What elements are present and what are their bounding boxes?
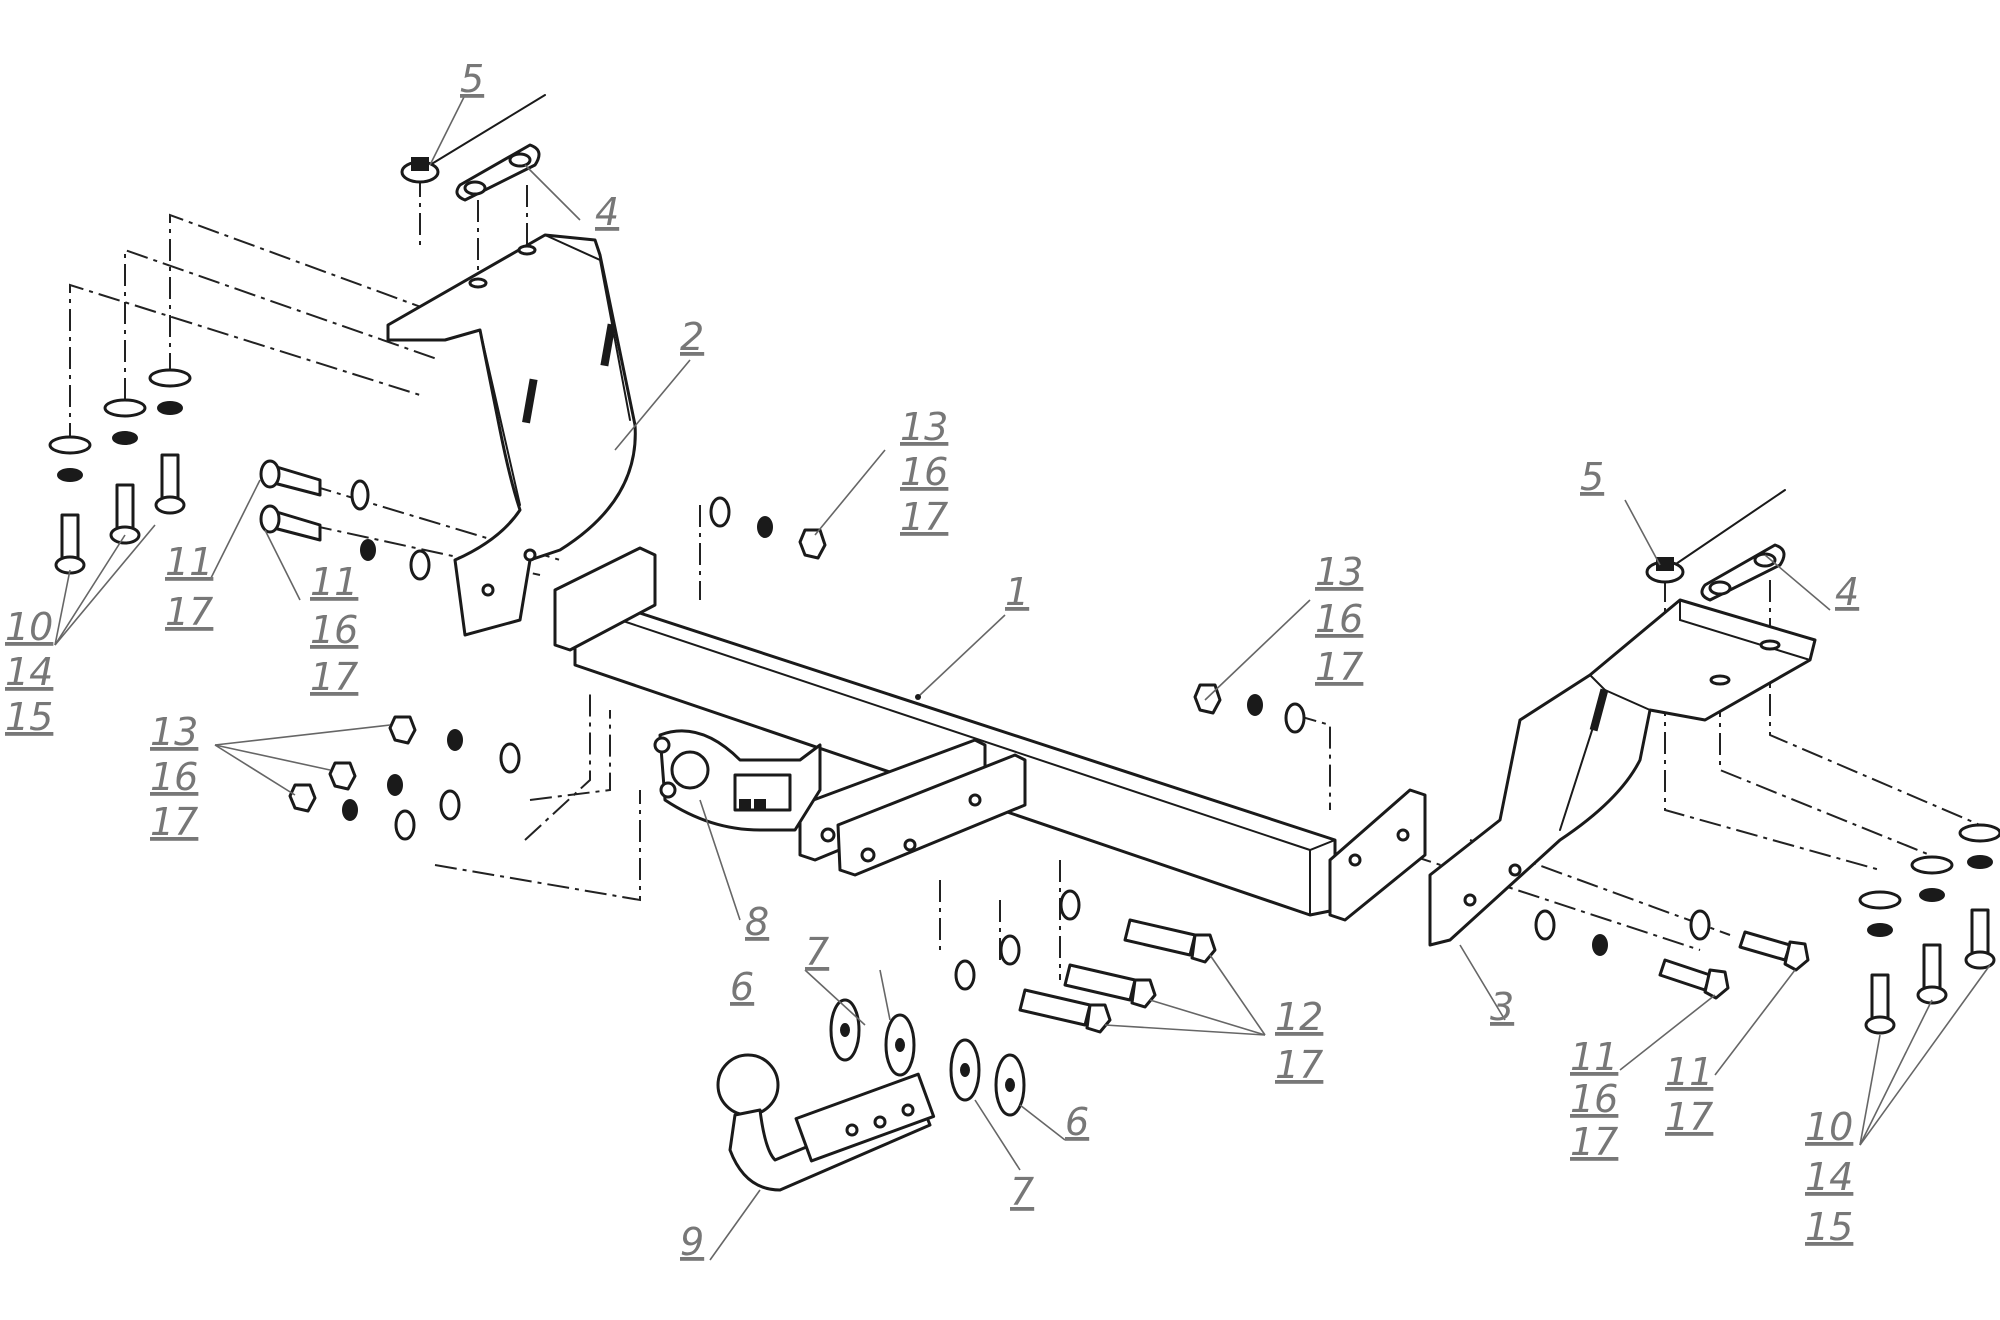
- callout-7-lower: 7: [1010, 1170, 1034, 1214]
- callout-16-left-b: 16: [310, 608, 358, 652]
- bolt-stack-r1: [1858, 890, 1902, 1035]
- bolt-stack-r3: [1958, 823, 2000, 970]
- left-bracket-part-2: [386, 233, 637, 637]
- bolt-stack-r2: [1910, 855, 1954, 1005]
- right-horizontal-bolts: [1534, 909, 1810, 1000]
- callout-14-left: 14: [5, 650, 53, 694]
- callout-5-left: 5: [460, 57, 484, 101]
- callout-2: 2: [680, 315, 704, 359]
- callout-11-left-a: 11: [165, 540, 213, 584]
- callout-17-right-b: 17: [1665, 1095, 1713, 1139]
- callout-16-top: 16: [900, 450, 948, 494]
- left-horizontal-bolts: [259, 459, 431, 581]
- spacers-parts-6-7: [829, 998, 1026, 1117]
- callout-6-upper: 6: [730, 965, 754, 1009]
- callout-4-left: 4: [595, 190, 619, 234]
- left-vertical-bolts: [48, 368, 192, 575]
- callout-16-right-a: 16: [1570, 1077, 1618, 1121]
- callout-15-right: 15: [1805, 1205, 1853, 1249]
- callout-4-right: 4: [1835, 570, 1859, 614]
- callout-16-lower-left: 16: [150, 755, 198, 799]
- callout-15-left: 15: [5, 695, 53, 739]
- right-bracket-part-3: [1428, 598, 1817, 947]
- callout-17-left-b: 17: [310, 655, 358, 699]
- lower-center-bolts: [954, 889, 1217, 1034]
- callout-5-right: 5: [1580, 455, 1604, 499]
- callout-13-top: 13: [900, 405, 948, 449]
- callout-6-lower: 6: [1065, 1100, 1089, 1144]
- bolt-stack-1: [48, 435, 92, 575]
- callout-11-left-b: 11: [310, 560, 358, 604]
- callout-11-right-a: 11: [1570, 1035, 1618, 1079]
- callout-14-right: 14: [1805, 1155, 1853, 1199]
- leader-lines: [54, 94, 1991, 1261]
- right-vertical-bolts: [1858, 823, 2000, 1035]
- callout-7-upper: 7: [805, 930, 829, 974]
- callout-1: 1: [1005, 570, 1029, 614]
- callout-17-right: 17: [1315, 645, 1363, 689]
- callout-8: 8: [745, 900, 769, 944]
- callout-17-lower-left: 17: [150, 800, 198, 844]
- callout-3: 3: [1490, 985, 1514, 1029]
- callout-11-right-b: 11: [1665, 1050, 1713, 1094]
- callout-10-left: 10: [5, 605, 53, 649]
- right-center-nut-group: [1193, 683, 1306, 734]
- straps-parts-4-5: [400, 94, 1786, 602]
- callout-12: 12: [1275, 995, 1323, 1039]
- socket-bracket-part-8: [653, 729, 1027, 877]
- callout-17-top: 17: [900, 495, 948, 539]
- left-nut-group: [288, 715, 521, 841]
- callout-13-right: 13: [1315, 550, 1363, 594]
- top-center-nut-group: [709, 496, 827, 560]
- callout-17-right-a: 17: [1570, 1120, 1618, 1164]
- callout-labels: 5 4 2 13 16 17 1 13 16 17 5 4 11 17 11 1…: [5, 57, 1859, 1264]
- callout-10-right: 10: [1805, 1105, 1853, 1149]
- callout-13-lower-left: 13: [150, 710, 198, 754]
- callout-17-lower-center: 17: [1275, 1043, 1323, 1087]
- tow-ball-part-9: [716, 1053, 936, 1192]
- bolt-stack-2: [103, 398, 147, 545]
- callout-17-left-a: 17: [165, 590, 213, 634]
- callout-9: 9: [680, 1220, 704, 1264]
- callout-16-right: 16: [1315, 597, 1363, 641]
- bolt-stack-3: [148, 368, 192, 515]
